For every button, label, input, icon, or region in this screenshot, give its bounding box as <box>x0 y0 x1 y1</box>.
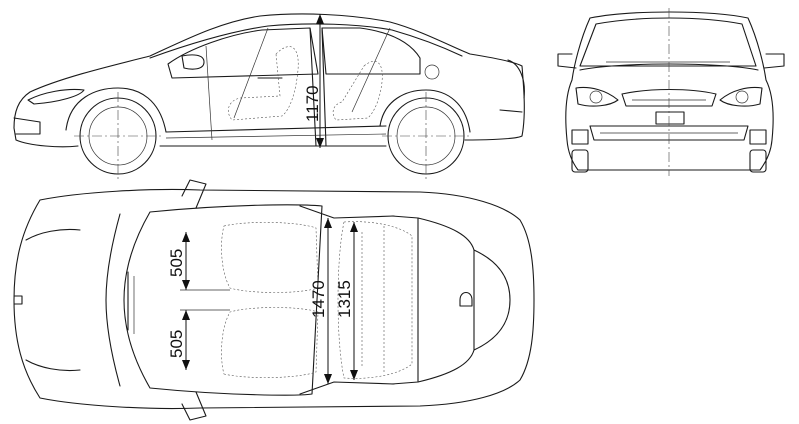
dim-rear-width-label: 1315 <box>335 280 354 318</box>
dim-seat-rear-label: 505 <box>167 330 186 358</box>
dim-seat-front-label: 505 <box>167 249 186 277</box>
dim-height-label: 1170 <box>303 85 322 122</box>
side-view: 1170 <box>13 13 525 180</box>
top-view: 505 505 1470 1315 <box>13 179 535 421</box>
dim-interior-width-label: 1470 <box>309 280 328 318</box>
front-view <box>557 8 785 176</box>
